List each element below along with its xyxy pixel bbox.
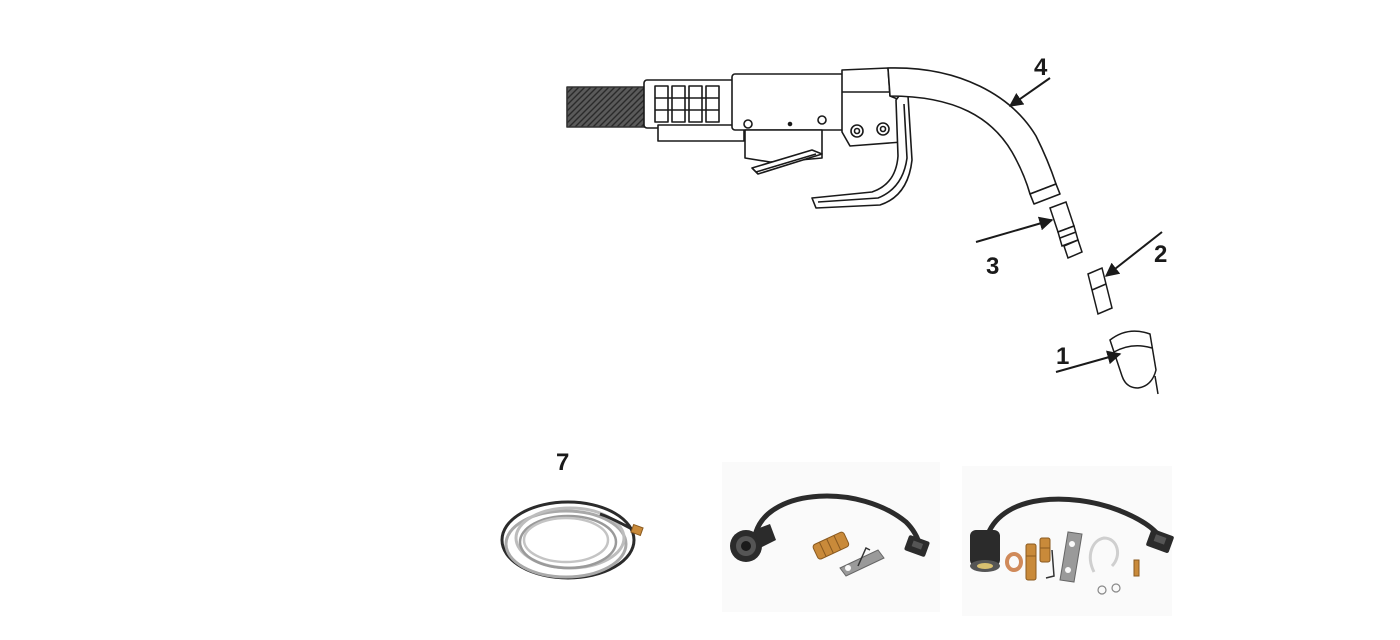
cylindrical-connector — [970, 530, 1000, 572]
leader-line-4 — [1008, 77, 1051, 107]
callout-7: 7 — [556, 449, 569, 476]
gas-diffuser — [1049, 201, 1083, 260]
copper-ring — [1005, 552, 1023, 572]
adapter-kit-5 — [962, 466, 1174, 616]
rear-handle — [643, 79, 737, 129]
hex-key — [857, 546, 871, 567]
gooseneck — [887, 67, 1057, 195]
leader-lines — [975, 77, 1163, 373]
brass-fitting — [1025, 537, 1051, 581]
hex-key — [1045, 549, 1055, 579]
gooseneck-collar — [1029, 183, 1061, 205]
brass-adapter — [812, 531, 850, 560]
rect-connector — [1146, 529, 1174, 553]
round-connector — [730, 524, 776, 562]
callout-1: 1 — [1056, 343, 1069, 370]
braided-cable — [566, 86, 648, 128]
leader-line-1 — [1055, 350, 1122, 373]
steel-plate — [839, 549, 885, 577]
nut-icon — [850, 122, 890, 138]
trigger-guard — [811, 91, 913, 209]
callout-3: 3 — [986, 253, 999, 280]
handle-base — [657, 124, 745, 142]
nozzle — [1109, 330, 1159, 395]
callout-2: 2 — [1154, 241, 1167, 268]
adapter-cable — [753, 493, 923, 549]
callout-4: 4 — [1034, 54, 1048, 81]
leader-line-3 — [975, 216, 1054, 243]
mig-gun-illustration — [566, 67, 1061, 209]
adapter-cable — [985, 496, 1165, 543]
adapter-kit-6 — [722, 462, 940, 612]
clear-tube — [1088, 536, 1120, 573]
brass-pin — [1133, 559, 1140, 577]
leader-line-2 — [1104, 231, 1163, 277]
clip-icon — [1097, 583, 1121, 595]
liner-coil — [500, 500, 644, 580]
liner-fitting — [630, 523, 644, 537]
grip-ribs — [654, 85, 720, 123]
screw-icon — [743, 119, 753, 129]
contact-tip — [1087, 266, 1113, 316]
rect-connector — [904, 535, 930, 557]
screw-icon — [817, 115, 827, 125]
